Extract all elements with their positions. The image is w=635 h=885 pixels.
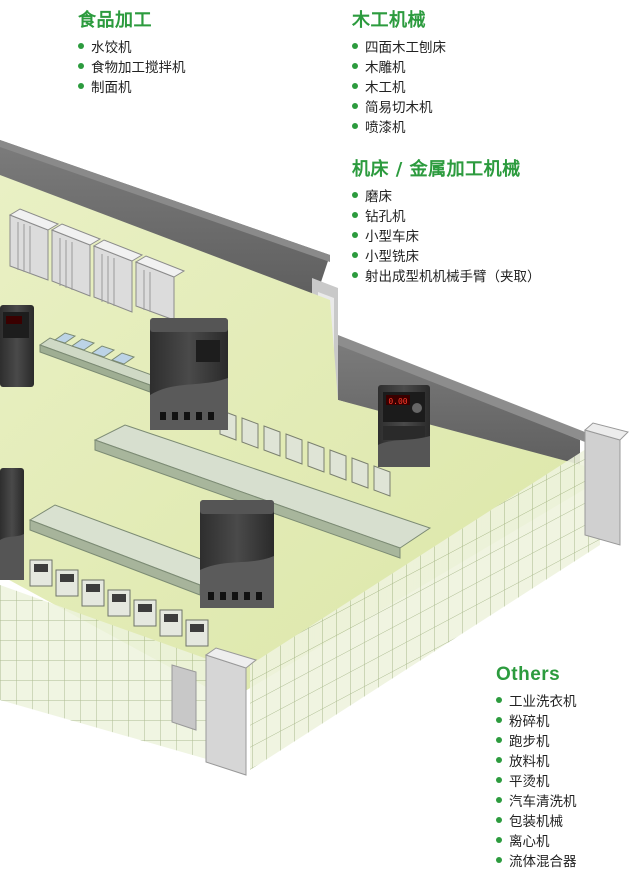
bullet-icon	[352, 192, 358, 198]
list-item: 工业洗衣机	[496, 692, 577, 712]
list-machine-tools: 磨床 钻孔机 小型车床 小型铣床 射出成型机机械手臂（夹取）	[352, 187, 541, 287]
bullet-icon	[352, 43, 358, 49]
bullet-icon	[78, 83, 84, 89]
ac-drive-unit-large	[200, 500, 274, 608]
list-item: 钻孔机	[352, 207, 541, 227]
list-others: 工业洗衣机 粉碎机 跑步机 放料机 平烫机 汽车清洗机 包装机械 离心机 流体混…	[496, 692, 577, 872]
list-item: 食物加工搅拌机	[78, 58, 186, 78]
ac-drive-unit-icon	[150, 318, 228, 430]
front-glass-wall-right	[250, 440, 600, 770]
bullet-icon	[496, 817, 502, 823]
list-item: 平烫机	[496, 772, 577, 792]
bullet-icon	[352, 63, 358, 69]
bullet-icon	[352, 212, 358, 218]
list-item: 水饺机	[78, 38, 186, 58]
list-item: 离心机	[496, 832, 577, 852]
list-item: 喷漆机	[352, 118, 446, 138]
list-item: 跑步机	[496, 732, 577, 752]
list-item: 汽车清洗机	[496, 792, 577, 812]
bullet-icon	[496, 837, 502, 843]
ac-drive-unit-left-top	[0, 305, 34, 387]
bullet-icon	[496, 797, 502, 803]
list-item: 包装机械	[496, 812, 577, 832]
ac-drive-unit-display: 0.00	[378, 385, 430, 467]
front-glass-wall-left	[0, 585, 210, 760]
list-item: 简易切木机	[352, 98, 446, 118]
section-title-woodworking: 木工机械	[352, 10, 426, 31]
list-item: 磨床	[352, 187, 541, 207]
section-others: Others 工业洗衣机 粉碎机 跑步机 放料机 平烫机 汽车清洗机 包装机械 …	[496, 664, 577, 872]
bullet-icon	[496, 777, 502, 783]
section-title-food: 食品加工	[78, 10, 152, 31]
bullet-icon	[352, 272, 358, 278]
list-item: 木雕机	[352, 58, 446, 78]
bullet-icon	[352, 83, 358, 89]
workstation-row-1	[38, 332, 162, 393]
back-wall-right	[338, 340, 580, 470]
bullet-icon	[496, 697, 502, 703]
section-food-processing: 食品加工 水饺机 食物加工搅拌机 制面机	[78, 6, 186, 98]
list-item: 射出成型机机械手臂（夹取）	[352, 267, 541, 287]
list-item: 小型铣床	[352, 247, 541, 267]
bullet-icon	[496, 737, 502, 743]
conveyor-long	[93, 424, 432, 559]
back-wall-left	[0, 140, 330, 300]
list-item: 四面木工刨床	[352, 38, 446, 58]
list-item: 木工机	[352, 78, 446, 98]
list-item: 粉碎机	[496, 712, 577, 732]
bullet-icon	[496, 857, 502, 863]
back-wall-top	[0, 140, 330, 262]
list-food: 水饺机 食物加工搅拌机 制面机	[78, 38, 186, 98]
section-woodworking: 木工机械 四面木工刨床 木雕机 木工机 简易切木机 喷漆机	[352, 6, 446, 138]
drive-display-readout: 0.00	[388, 397, 407, 406]
bullet-icon	[78, 63, 84, 69]
ac-drive-unit-left-bottom	[0, 468, 24, 580]
section-title-others: Others	[496, 664, 561, 685]
bullet-icon	[352, 232, 358, 238]
list-item: 放料机	[496, 752, 577, 772]
list-item: 小型车床	[352, 227, 541, 247]
section-title-machine-tools: 机床 / 金属加工机械	[352, 159, 521, 180]
bullet-icon	[352, 123, 358, 129]
bullet-icon	[352, 252, 358, 258]
list-item: 制面机	[78, 78, 186, 98]
section-machine-tools: 机床 / 金属加工机械 磨床 钻孔机 小型车床 小型铣床 射出成型机机械手臂（夹…	[352, 155, 541, 287]
corner-pillar	[205, 654, 247, 776]
list-woodworking: 四面木工刨床 木雕机 木工机 简易切木机 喷漆机	[352, 38, 446, 138]
bullet-icon	[352, 103, 358, 109]
bullet-icon	[496, 717, 502, 723]
bullet-icon	[496, 757, 502, 763]
bullet-icon	[78, 43, 84, 49]
server-cabinets	[8, 208, 186, 321]
list-item: 流体混合器	[496, 852, 577, 872]
